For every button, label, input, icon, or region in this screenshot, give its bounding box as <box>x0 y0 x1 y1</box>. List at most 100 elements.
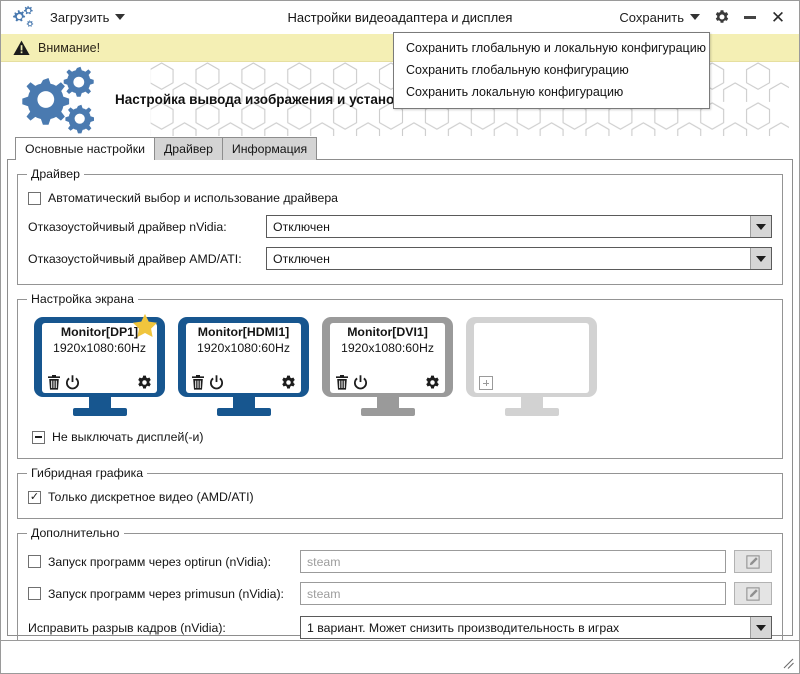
trash-icon[interactable] <box>335 375 349 390</box>
driver-group-legend: Драйвер <box>27 167 84 181</box>
gear-icon[interactable] <box>425 375 440 390</box>
menu-item-save-global-local[interactable]: Сохранить глобальную и локальную конфигу… <box>406 41 707 55</box>
amd-failsafe-value: Отключен <box>273 251 330 266</box>
gear-icon[interactable] <box>137 375 152 390</box>
monitor-card[interactable]: Monitor[DP1] 1920x1080:60Hz <box>34 313 165 416</box>
optirun-edit-button[interactable] <box>734 550 772 573</box>
monitor-actions <box>47 375 152 390</box>
tearfree-label: Исправить разрыв кадров (nVidia): <box>28 620 226 635</box>
settings-gear-button[interactable] <box>709 4 735 30</box>
hybrid-graphics-legend: Гибридная графика <box>27 466 148 480</box>
discrete-only-row: ✓ Только дискретное видео (AMD/ATI) <box>28 490 772 504</box>
edit-pencil-icon <box>746 554 760 569</box>
monitor-list: Monitor[DP1] 1920x1080:60Hz <box>26 311 774 418</box>
dash-icon <box>35 436 42 438</box>
gears-icon <box>15 64 111 134</box>
gear-icon[interactable] <box>281 375 296 390</box>
power-icon[interactable] <box>65 375 80 390</box>
primusrun-checkbox[interactable]: ✓ <box>28 587 41 600</box>
power-icon[interactable] <box>209 375 224 390</box>
nvidia-failsafe-value: Отключен <box>273 219 330 234</box>
monitor-actions <box>335 375 440 390</box>
chevron-down-icon[interactable] <box>750 216 771 237</box>
amd-failsafe-label: Отказоустойчивый драйвер AMD/ATI: <box>28 251 242 266</box>
warning-triangle-icon <box>13 40 30 55</box>
keep-display-on-row: Не выключать дисплей(-и) <box>32 430 772 444</box>
monitor-name: Monitor[DP1] <box>60 325 139 339</box>
warning-text: Внимание! <box>38 40 101 55</box>
chevron-down-icon[interactable] <box>750 248 771 269</box>
tab-main-settings[interactable]: Основные настройки <box>15 137 155 160</box>
auto-driver-label: Автоматический выбор и использование дра… <box>48 191 338 205</box>
minimize-button[interactable] <box>737 4 763 30</box>
power-icon[interactable] <box>353 375 368 390</box>
monitor-card[interactable]: Monitor[DVI1] 1920x1080:60Hz <box>322 317 453 416</box>
auto-driver-checkbox[interactable]: ✓ <box>28 191 41 205</box>
monitor-name: Monitor[DVI1] <box>347 325 428 339</box>
tab-driver[interactable]: Драйвер <box>153 137 223 160</box>
status-bar <box>1 640 799 673</box>
primusrun-input[interactable]: steam <box>300 582 726 605</box>
amd-failsafe-select[interactable]: Отключен <box>266 247 772 270</box>
tab-panel-main-settings: Драйвер ✓ Автоматический выбор и использ… <box>7 159 793 654</box>
monitor-resolution: 1920x1080:60Hz <box>341 341 434 355</box>
chevron-down-icon <box>690 14 700 20</box>
driver-group: Драйвер ✓ Автоматический выбор и использ… <box>17 167 783 285</box>
title-bar: Загрузить Настройки видеоадаптера и дисп… <box>1 1 799 34</box>
monitor-actions <box>191 375 296 390</box>
advanced-group: Дополнительно ✓ Запуск программ через op… <box>17 526 783 654</box>
discrete-only-label: Только дискретное видео (AMD/ATI) <box>48 490 254 504</box>
trash-icon[interactable] <box>191 375 205 390</box>
menu-item-save-local[interactable]: Сохранить локальную конфигурацию <box>406 85 624 99</box>
tearfree-value: 1 вариант. Может снизить производительно… <box>307 620 620 635</box>
close-button[interactable]: ✕ <box>765 4 791 30</box>
amd-failsafe-row: Отказоустойчивый драйвер AMD/ATI: Отключ… <box>28 247 772 270</box>
minimize-icon <box>744 15 756 19</box>
keep-display-on-label: Не выключать дисплей(-и) <box>52 430 204 444</box>
nvidia-failsafe-label: Отказоустойчивый драйвер nVidia: <box>28 219 227 234</box>
trash-icon[interactable] <box>47 375 61 390</box>
screen-group: Настройка экрана Monitor[DP1] 1920x1080:… <box>17 292 783 459</box>
keep-display-on-checkbox[interactable] <box>32 430 45 444</box>
menu-item-save-global[interactable]: Сохранить глобальную конфигурацию <box>406 63 629 77</box>
add-icon[interactable] <box>479 376 493 390</box>
nvidia-failsafe-row: Отказоустойчивый драйвер nVidia: Отключе… <box>28 215 772 238</box>
chevron-down-icon[interactable] <box>750 617 771 638</box>
gear-icon <box>715 10 729 23</box>
close-icon: ✕ <box>770 7 786 27</box>
auto-driver-row: ✓ Автоматический выбор и использование д… <box>28 191 772 205</box>
optirun-row: ✓ Запуск программ через optirun (nVidia)… <box>28 550 772 573</box>
monitor-card[interactable]: Monitor[HDMI1] 1920x1080:60Hz <box>178 317 309 416</box>
primary-star-icon <box>132 313 158 337</box>
discrete-only-checkbox[interactable]: ✓ <box>28 490 41 504</box>
optirun-input[interactable]: steam <box>300 550 726 573</box>
tearfree-select[interactable]: 1 вариант. Может снизить производительно… <box>300 616 772 639</box>
nvidia-failsafe-select[interactable]: Отключен <box>266 215 772 238</box>
tearfree-row: Исправить разрыв кадров (nVidia): 1 вари… <box>28 616 772 639</box>
edit-pencil-icon <box>746 586 760 601</box>
load-button[interactable]: Загрузить <box>43 7 132 28</box>
monitor-resolution: 1920x1080:60Hz <box>53 341 146 355</box>
optirun-label: Запуск программ через optirun (nVidia): <box>48 554 271 569</box>
check-icon: ✓ <box>29 490 40 503</box>
title-bar-controls: Сохранить ✕ <box>612 4 791 30</box>
save-button[interactable]: Сохранить <box>612 7 707 28</box>
primusrun-edit-button[interactable] <box>734 582 772 605</box>
optirun-checkbox[interactable]: ✓ <box>28 555 41 568</box>
load-button-label: Загрузить <box>50 9 110 25</box>
chevron-down-icon <box>115 14 126 20</box>
save-button-label: Сохранить <box>619 9 684 25</box>
save-dropdown-menu[interactable]: Сохранить глобальную и локальную конфигу… <box>393 32 710 109</box>
resize-grip-icon[interactable] <box>781 656 795 670</box>
screen-group-legend: Настройка экрана <box>27 292 138 306</box>
monitor-resolution: 1920x1080:60Hz <box>197 341 290 355</box>
add-monitor-card[interactable] <box>466 317 597 416</box>
advanced-group-legend: Дополнительно <box>27 526 124 540</box>
monitor-name: Monitor[HDMI1] <box>197 325 290 339</box>
gears-icon <box>9 5 35 29</box>
tab-bar: Основные настройки Драйвер Информация <box>15 136 799 160</box>
primusrun-label: Запуск программ через primusun (nVidia): <box>48 586 284 601</box>
tab-information[interactable]: Информация <box>221 137 318 160</box>
hybrid-graphics-group: Гибридная графика ✓ Только дискретное ви… <box>17 466 783 519</box>
